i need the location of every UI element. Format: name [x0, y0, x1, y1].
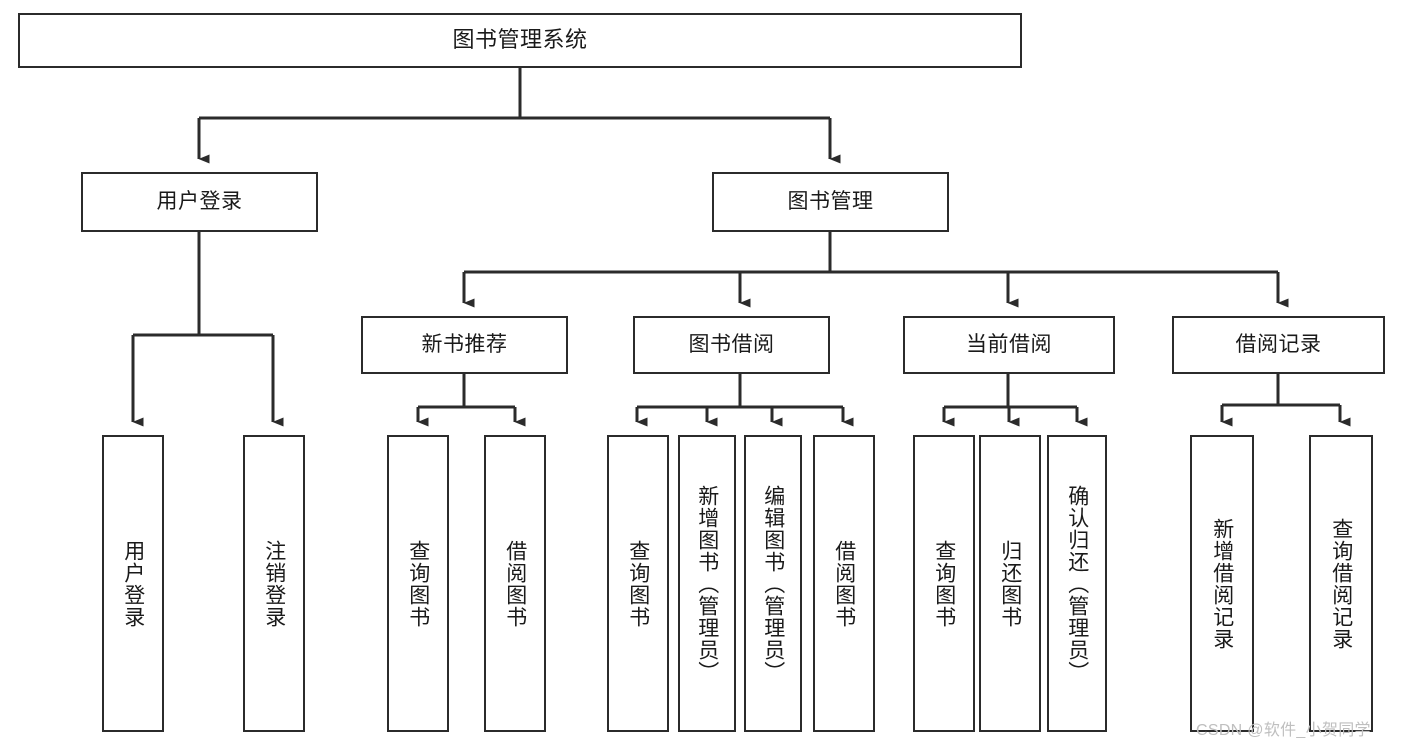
node-leaf-confirm-return-label: 确认归还（管理员）	[1065, 484, 1089, 683]
node-leaf-add-record-label: 新增借阅记录	[1210, 517, 1234, 650]
node-leaf-add-record[interactable]: 新增借阅记录	[1190, 435, 1254, 732]
node-leaf-logout-login[interactable]: 注销登录	[243, 435, 305, 732]
node-leaf-borrow-book-1-label: 借阅图书	[503, 539, 527, 628]
node-new-book-recommend[interactable]: 新书推荐	[361, 316, 568, 374]
node-leaf-query-record-label: 查询借阅记录	[1329, 517, 1353, 650]
node-leaf-user-login[interactable]: 用户登录	[102, 435, 164, 732]
connector-lines	[131, 68, 1351, 427]
node-book-borrow-label: 图书借阅	[688, 333, 775, 357]
node-leaf-return-book[interactable]: 归还图书	[979, 435, 1041, 732]
node-leaf-query-book-3[interactable]: 查询图书	[913, 435, 975, 732]
node-leaf-query-book-2[interactable]: 查询图书	[607, 435, 669, 732]
node-leaf-logout-login-label: 注销登录	[262, 539, 286, 628]
node-leaf-borrow-book-2[interactable]: 借阅图书	[813, 435, 875, 732]
node-leaf-query-book-1[interactable]: 查询图书	[387, 435, 449, 732]
node-user-login-label: 用户登录	[156, 190, 243, 214]
node-current-borrow-label: 当前借阅	[966, 333, 1052, 357]
node-borrow-record[interactable]: 借阅记录	[1172, 316, 1385, 374]
node-leaf-add-book[interactable]: 新增图书（管理员）	[678, 435, 736, 732]
node-borrow-record-label: 借阅记录	[1235, 333, 1322, 357]
node-leaf-borrow-book-2-label: 借阅图书	[832, 539, 856, 628]
node-root-system[interactable]: 图书管理系统	[18, 13, 1022, 68]
node-leaf-return-book-label: 归还图书	[998, 539, 1022, 628]
node-current-borrow[interactable]: 当前借阅	[903, 316, 1115, 374]
node-leaf-confirm-return[interactable]: 确认归还（管理员）	[1047, 435, 1107, 732]
node-leaf-query-record[interactable]: 查询借阅记录	[1309, 435, 1373, 732]
node-leaf-query-book-1-label: 查询图书	[406, 539, 430, 628]
node-leaf-borrow-book-1[interactable]: 借阅图书	[484, 435, 546, 732]
node-book-manage-label: 图书管理	[787, 190, 874, 214]
node-book-borrow[interactable]: 图书借阅	[633, 316, 830, 374]
node-leaf-edit-book-label: 编辑图书（管理员）	[761, 484, 785, 683]
node-leaf-query-book-3-label: 查询图书	[932, 539, 956, 628]
node-leaf-user-login-label: 用户登录	[121, 539, 145, 628]
node-leaf-query-book-2-label: 查询图书	[626, 539, 650, 628]
node-root-system-label: 图书管理系统	[452, 27, 588, 53]
node-book-manage[interactable]: 图书管理	[712, 172, 949, 232]
node-leaf-edit-book[interactable]: 编辑图书（管理员）	[744, 435, 802, 732]
node-leaf-add-book-label: 新增图书（管理员）	[695, 484, 719, 683]
node-new-book-recommend-label: 新书推荐	[421, 333, 508, 357]
node-user-login[interactable]: 用户登录	[81, 172, 318, 232]
